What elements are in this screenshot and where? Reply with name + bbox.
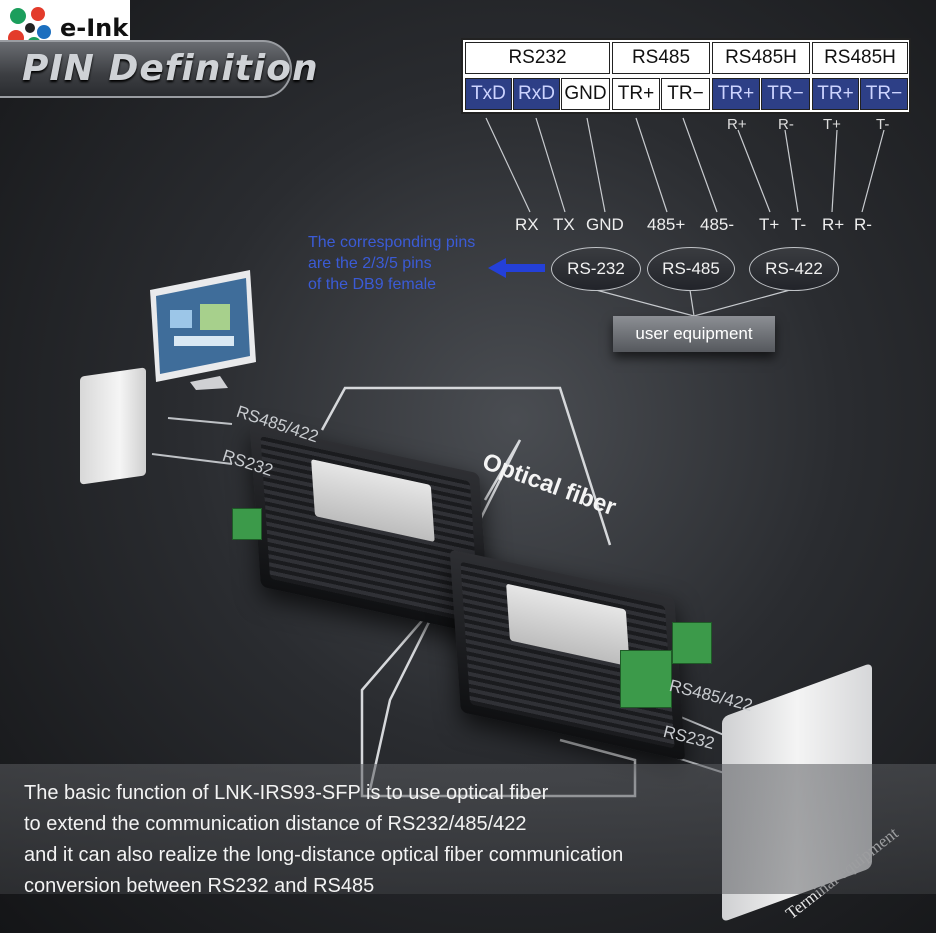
pin-cell: RxD bbox=[513, 78, 560, 110]
terminal-block bbox=[672, 622, 712, 664]
pin-cell: TR− bbox=[761, 78, 810, 110]
user-equipment-label: user equipment bbox=[613, 316, 775, 352]
pc-tower bbox=[80, 367, 146, 485]
interface-oval: RS-232 bbox=[551, 247, 641, 291]
equipment-pin-label: 485+ bbox=[647, 215, 686, 234]
pin-cell: TR+ bbox=[712, 78, 760, 110]
db9-note-line: The corresponding pins bbox=[308, 234, 476, 251]
equipment-pin-label: T+ bbox=[759, 215, 780, 234]
equipment-pin-label: GND bbox=[586, 215, 624, 234]
pin-cell: TR− bbox=[860, 78, 908, 110]
caption-line: to extend the communication distance of … bbox=[24, 813, 527, 835]
pin-table: RS232 RS485 RS485H RS485H TxD RxD GND TR… bbox=[461, 38, 911, 114]
caption-line: and it can also realize the long-distanc… bbox=[24, 844, 624, 866]
interface-oval: RS-485 bbox=[647, 247, 735, 291]
equipment-pin-label: 485- bbox=[700, 215, 735, 234]
equipment-pin-label: TX bbox=[553, 215, 575, 234]
db9-note-line: are the 2/3/5 pins bbox=[308, 255, 432, 272]
caption-background bbox=[0, 764, 936, 894]
sub-pin-label: R+ bbox=[727, 116, 747, 133]
equipment-pin-label: T- bbox=[791, 215, 807, 234]
pin-cell: TxD bbox=[465, 78, 512, 110]
page-title: PIN Definition bbox=[22, 48, 319, 89]
title-banner bbox=[0, 40, 292, 98]
pin-group-header: RS485H bbox=[812, 42, 908, 74]
terminal-block bbox=[232, 508, 262, 540]
pin-cell: TR+ bbox=[612, 78, 660, 110]
db9-note: The corresponding pins are the 2/3/5 pin… bbox=[308, 232, 475, 295]
caption-line: conversion between RS232 and RS485 bbox=[24, 875, 375, 897]
equipment-pin-label: RX bbox=[515, 215, 539, 234]
equipment-pin-label: R+ bbox=[822, 215, 845, 234]
monitor-icon bbox=[150, 270, 256, 390]
sub-pin-label: T- bbox=[876, 116, 890, 133]
db9-note-line: of the DB9 female bbox=[308, 276, 437, 293]
equipment-pin-label: R- bbox=[854, 215, 872, 234]
sub-pin-label: T+ bbox=[823, 116, 841, 133]
pin-group-header: RS232 bbox=[465, 42, 610, 74]
pin-cell: TR− bbox=[661, 78, 710, 110]
sub-pin-label: R- bbox=[778, 116, 794, 133]
pin-group-header: RS485 bbox=[612, 42, 710, 74]
brand-name: e-Ink bbox=[60, 14, 129, 42]
caption-line: The basic function of LNK-IRS93-SFP is t… bbox=[24, 782, 549, 804]
pin-group-header: RS485H bbox=[712, 42, 810, 74]
caption: The basic function of LNK-IRS93-SFP is t… bbox=[24, 778, 623, 902]
pin-cell: TR+ bbox=[812, 78, 859, 110]
pin-cell: GND bbox=[561, 78, 610, 110]
interface-oval: RS-422 bbox=[749, 247, 839, 291]
terminal-block bbox=[620, 650, 672, 708]
